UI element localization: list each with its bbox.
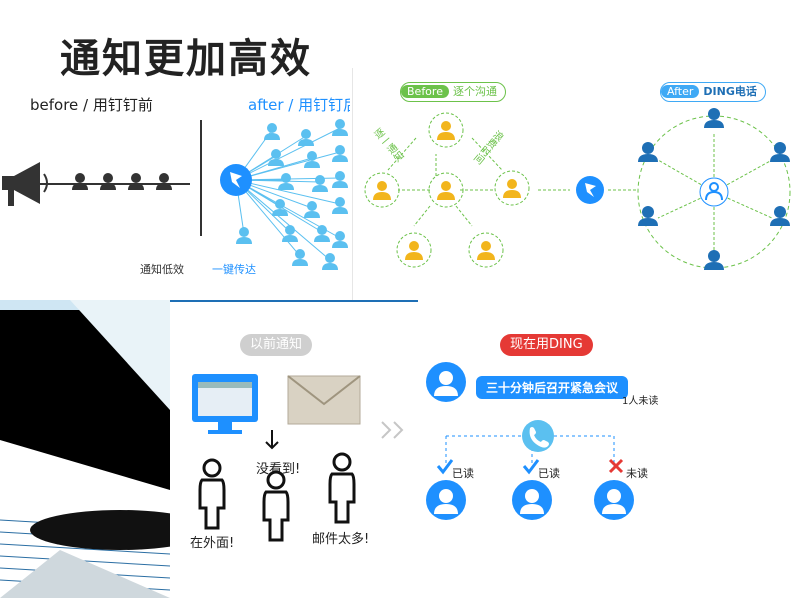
person-icon [770, 206, 790, 226]
recipient-avatar-icon [512, 480, 552, 520]
read-status-1: 已读 [452, 467, 474, 480]
person-icon [428, 112, 464, 148]
person-outline-icon [262, 470, 290, 542]
computer-monitor-icon [192, 374, 258, 434]
person-icon [236, 227, 252, 244]
person-icon [638, 206, 658, 226]
before-badge-text: 逐个沟通 [452, 85, 497, 98]
person-icon [298, 129, 314, 146]
person-icon [292, 249, 308, 266]
top-left-graphic [2, 119, 348, 270]
person-outline-icon [328, 452, 356, 524]
x-mark-icon [608, 458, 624, 474]
person-icon [100, 173, 116, 190]
ding-logo-icon [576, 176, 604, 204]
person-icon [128, 173, 144, 190]
check-icon [436, 459, 454, 475]
now-ding-badge: 现在用DING [500, 334, 593, 356]
person-icon [312, 175, 328, 192]
not-seen-text: 没看到! [256, 462, 301, 477]
before-label: before / 用钉钉前 [30, 96, 153, 114]
person-icon [770, 142, 790, 162]
person-icon [156, 173, 172, 190]
recipient-avatar-icon [594, 480, 634, 520]
envelope-icon [287, 375, 361, 425]
person-icon [332, 171, 348, 188]
person-icon [468, 232, 504, 268]
after-badge-text: DING电话 [703, 85, 757, 98]
person-icon [304, 201, 320, 218]
recipient-avatar-icon [426, 480, 466, 520]
one-click-label: 一键传达 [212, 263, 256, 276]
person-icon [494, 170, 530, 206]
person-icon [332, 119, 348, 136]
too-many-emails-text: 邮件太多! [312, 532, 370, 547]
person-icon [704, 250, 724, 270]
person-icon [364, 172, 400, 208]
previous-notice-badge: 以前通知 [240, 334, 313, 356]
person-icon [314, 225, 330, 242]
read-status-2: 已读 [538, 467, 560, 480]
person-outline-icon [198, 458, 226, 530]
person-icon [72, 173, 88, 190]
phone-call-icon [522, 420, 554, 452]
decorative-background [0, 300, 418, 598]
chevron-right-icon [381, 421, 404, 439]
page-title: 通知更加高效 [60, 36, 312, 82]
after-badge-tag: After [661, 85, 700, 98]
unread-count: 1人未读 [622, 396, 659, 407]
down-arrow-icon [265, 430, 279, 450]
divider [200, 120, 202, 236]
before-badge-tag: Before [401, 85, 449, 98]
person-icon [638, 142, 658, 162]
person-icon [282, 225, 298, 242]
bottom-graphic [192, 362, 634, 542]
ding-logo-icon [220, 164, 252, 196]
person-icon [396, 232, 432, 268]
person-icon [332, 231, 348, 248]
unread-status: 未读 [626, 467, 648, 480]
after-label: after / 用钉钉后 [248, 96, 350, 114]
person-icon [264, 123, 280, 140]
person-icon [332, 197, 348, 214]
check-icon [522, 459, 540, 475]
sender-avatar-icon [426, 362, 466, 402]
person-icon [428, 172, 464, 208]
person-icon [705, 182, 723, 201]
low-efficiency-label: 通知低效 [140, 263, 184, 276]
meeting-message-bubble: 三十分钟后召开紧急会议 [476, 376, 629, 399]
person-icon [704, 108, 724, 128]
outside-text: 在外面! [190, 536, 235, 551]
top-right-graphic [364, 108, 791, 270]
